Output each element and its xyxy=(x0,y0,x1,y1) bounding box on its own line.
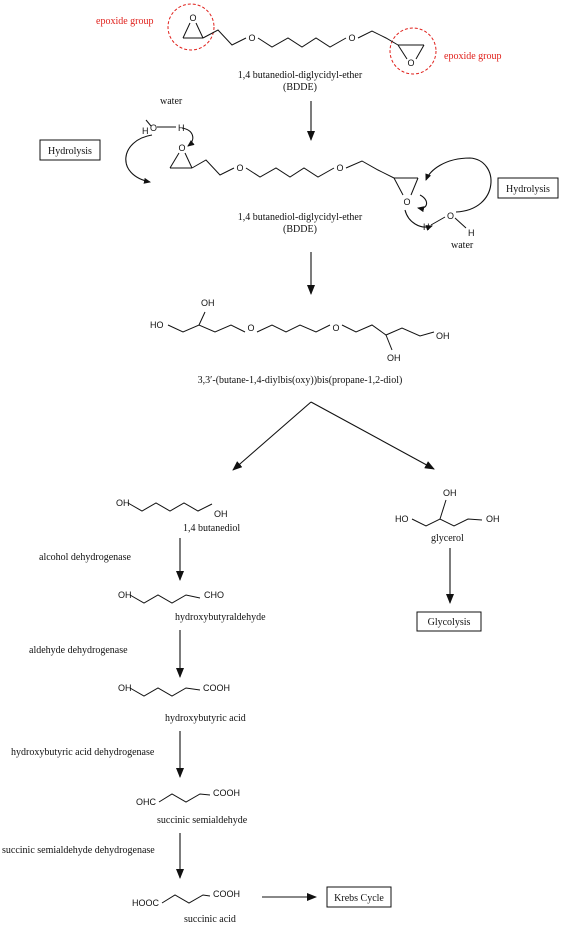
glycerol-name: glycerol xyxy=(431,533,464,544)
ssa-ohc: OHC xyxy=(136,797,157,807)
enzyme-alcohol-dehydrogenase: alcohol dehydrogenase xyxy=(39,552,131,563)
sa-hooc: HOOC xyxy=(132,898,160,908)
butanediol-name: 1,4 butanediol xyxy=(183,523,240,534)
arrow-to-butanediol xyxy=(232,401,312,471)
hydrolysis-label-right: Hydrolysis xyxy=(506,184,550,195)
curved-arrow-proton-left xyxy=(181,127,195,147)
enzyme-aldehyde-dehydrogenase: aldehyde dehydrogenase xyxy=(29,645,128,656)
bdde-name-hydrolysis: 1,4 butanediol-diglycidyl-ether xyxy=(238,212,363,223)
tetraol-ether-o-left: O xyxy=(247,323,254,333)
butanediol-oh-left: OH xyxy=(116,498,130,508)
tetraol-structure xyxy=(167,311,435,351)
epoxide-oxygen-right: O xyxy=(407,58,414,68)
water-h-left-1: H xyxy=(142,126,149,136)
glycolysis-label: Glycolysis xyxy=(428,617,471,628)
bdde-abbr-hydrolysis: (BDDE) xyxy=(283,224,317,235)
hbacid-cooh: COOH xyxy=(203,683,230,693)
hba-cho: CHO xyxy=(204,590,224,600)
curved-arrow-water-attack-left xyxy=(125,134,153,184)
krebs-cycle-label: Krebs Cycle xyxy=(334,893,384,904)
ether-oxygen-hyd-left: O xyxy=(236,163,243,173)
hydroxybutyraldehyde-name: hydroxybutyraldehyde xyxy=(175,612,266,623)
bdde-name-top: 1,4 butanediol-diglycidyl-ether xyxy=(238,70,363,81)
glycerol-oh-top: OH xyxy=(443,488,457,498)
butanediol-structure xyxy=(127,502,213,512)
ether-oxygen-right: O xyxy=(348,33,355,43)
hydrolysis-box-right xyxy=(497,177,559,199)
bdde-structure-top xyxy=(167,3,437,75)
epoxide-oxygen-hyd-left: O xyxy=(178,143,185,153)
tetraol-ether-o-right: O xyxy=(332,323,339,333)
water-label-right: water xyxy=(451,240,474,251)
epoxide-highlight-circle-right xyxy=(389,27,437,75)
tetraol-oh-bottom: OH xyxy=(387,353,401,363)
glycerol-oh-right: OH xyxy=(486,514,500,524)
succinic-acid-structure xyxy=(161,894,211,904)
curved-arrow-ring-open-right xyxy=(417,194,428,213)
arrow-to-glycerol xyxy=(310,401,435,470)
hydrolysis-box-left xyxy=(39,139,101,161)
water-h-right-1: H xyxy=(423,222,430,232)
glycolysis-box xyxy=(416,611,482,632)
water-h-right-2: H xyxy=(468,228,475,238)
succinic-acid-name: succinic acid xyxy=(184,914,236,925)
enzyme-succinic-semialdehyde-dehydrogenase: succinic semialdehyde dehydrogenase xyxy=(2,845,155,856)
hbacid-oh: OH xyxy=(118,683,132,693)
tetraol-ho-left: HO xyxy=(150,320,164,330)
glycerol-structure xyxy=(411,518,483,527)
succinic-semialdehyde-structure xyxy=(158,793,211,803)
water-o-left: O xyxy=(150,123,157,133)
enzyme-hydroxybutyric-acid-dehydrogenase: hydroxybutyric acid dehydrogenase xyxy=(11,747,155,758)
ssa-cooh: COOH xyxy=(213,788,240,798)
glycerol-ho: HO xyxy=(395,514,409,524)
hydrolysis-label-left: Hydrolysis xyxy=(48,146,92,157)
bdde-structure-hydrolysis xyxy=(169,152,419,196)
ether-oxygen-hyd-right: O xyxy=(336,163,343,173)
krebs-cycle-box xyxy=(326,886,392,908)
water-o-right: O xyxy=(447,211,454,221)
epoxide-oxygen-hyd-right: O xyxy=(403,197,410,207)
bdde-abbr-top: (BDDE) xyxy=(283,82,317,93)
hba-oh: OH xyxy=(118,590,132,600)
water-label-left: water xyxy=(160,96,183,107)
hydroxybutyraldehyde-structure xyxy=(129,594,201,604)
hydroxybutyric-acid-structure xyxy=(129,687,201,697)
curved-arrow-proton-right xyxy=(404,209,433,231)
butanediol-oh-right: OH xyxy=(214,509,228,519)
succinic-semialdehyde-name: succinic semialdehyde xyxy=(157,815,248,826)
tetraol-name: 3,3′-(butane-1,4-diylbis(oxy))bis(propan… xyxy=(198,375,403,386)
epoxide-group-label-left: epoxide group xyxy=(96,16,154,27)
hydroxybutyric-acid-name: hydroxybutyric acid xyxy=(165,713,246,724)
sa-cooh: COOH xyxy=(213,889,240,899)
epoxide-group-label-right: epoxide group xyxy=(444,51,502,62)
tetraol-oh-right: OH xyxy=(436,331,450,341)
epoxide-oxygen-left: O xyxy=(189,13,196,23)
ether-oxygen-left: O xyxy=(248,33,255,43)
curved-arrow-water-attack-right xyxy=(425,157,492,213)
water-h-left-2: H xyxy=(178,123,185,133)
epoxide-highlight-circle-left xyxy=(167,3,215,51)
tetraol-oh-top: OH xyxy=(201,298,215,308)
